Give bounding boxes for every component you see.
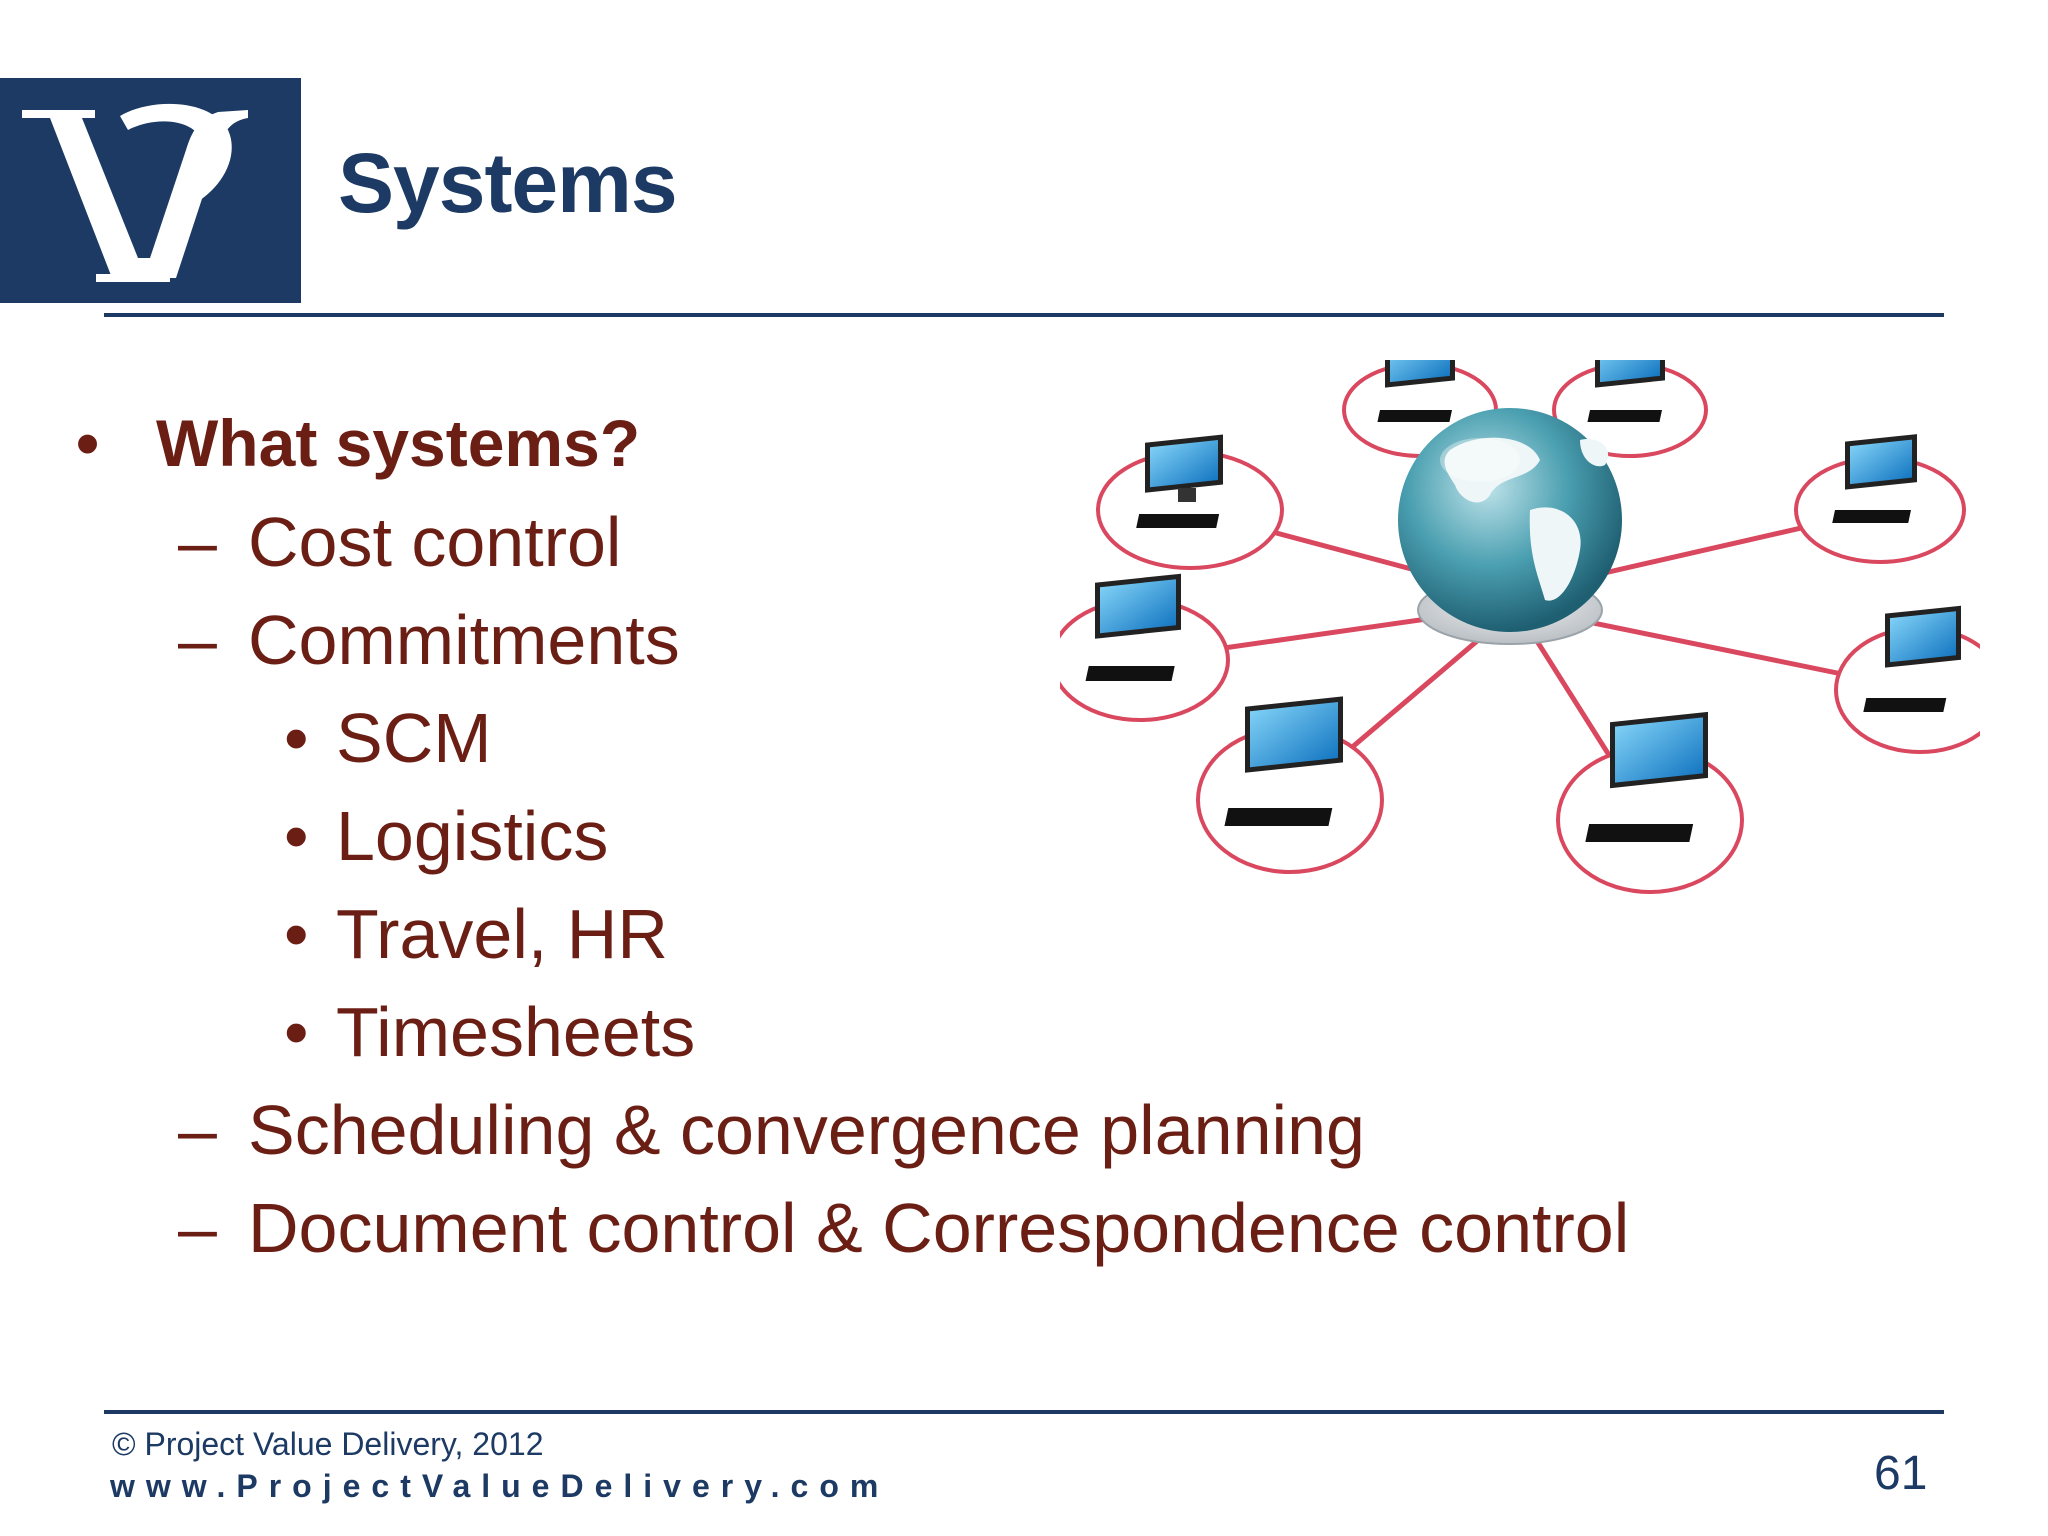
computer-icon	[1552, 360, 1708, 458]
computer-icon	[1794, 434, 1966, 564]
bullet-marker: –	[178, 1189, 217, 1267]
bullet-marker: –	[178, 1091, 217, 1169]
bullet-text: Timesheets	[336, 993, 696, 1071]
computer-icon	[1096, 434, 1284, 570]
computer-icon	[1556, 711, 1744, 894]
bullet-text: Cost control	[248, 503, 622, 581]
bullet-marker: –	[178, 503, 217, 581]
footer-divider	[104, 1410, 1944, 1414]
bullet-item: – Scheduling & convergence planning	[178, 1090, 1365, 1170]
bullet-text: SCM	[336, 699, 492, 777]
website-link[interactable]: www.ProjectValueDelivery.com	[110, 1468, 890, 1504]
bullet-marker: •	[284, 797, 309, 875]
bullet-text: Document control & Correspondence contro…	[248, 1189, 1630, 1267]
computer-icon	[1834, 605, 1980, 754]
logo-mark-icon	[22, 103, 248, 282]
bullet-text: Scheduling & convergence planning	[248, 1091, 1365, 1169]
bullet-item: • What systems?	[76, 405, 641, 481]
bullet-text: What systems?	[156, 406, 641, 480]
header-divider	[104, 313, 1944, 317]
bullet-marker: •	[284, 993, 309, 1071]
bullet-item: – Commitments	[178, 600, 680, 680]
bullet-marker: •	[284, 699, 309, 777]
bullet-item: – Cost control	[178, 502, 622, 582]
computer-icon	[1060, 573, 1230, 722]
copyright-text: © Project Value Delivery, 2012	[112, 1426, 544, 1462]
bullet-item: • SCM	[284, 698, 492, 778]
bullet-marker: –	[178, 601, 217, 679]
bullet-text: Travel, HR	[336, 895, 668, 973]
globe	[1398, 408, 1622, 645]
computer-nodes	[1060, 360, 1980, 894]
bullet-item: – Document control & Correspondence cont…	[178, 1188, 1630, 1268]
slide-title: Systems	[338, 136, 678, 230]
bullet-text: Commitments	[248, 601, 680, 679]
bullet-marker: •	[76, 406, 100, 480]
bullet-item: • Travel, HR	[284, 894, 668, 974]
logo	[0, 78, 301, 303]
page-number: 61	[1874, 1447, 1928, 1500]
computer-icon	[1196, 696, 1384, 874]
bullet-item: • Timesheets	[284, 992, 696, 1072]
bullet-text: Logistics	[336, 797, 609, 875]
globe-network-icon	[1060, 360, 1980, 894]
bullet-marker: •	[284, 895, 309, 973]
bullet-item: • Logistics	[284, 796, 609, 876]
